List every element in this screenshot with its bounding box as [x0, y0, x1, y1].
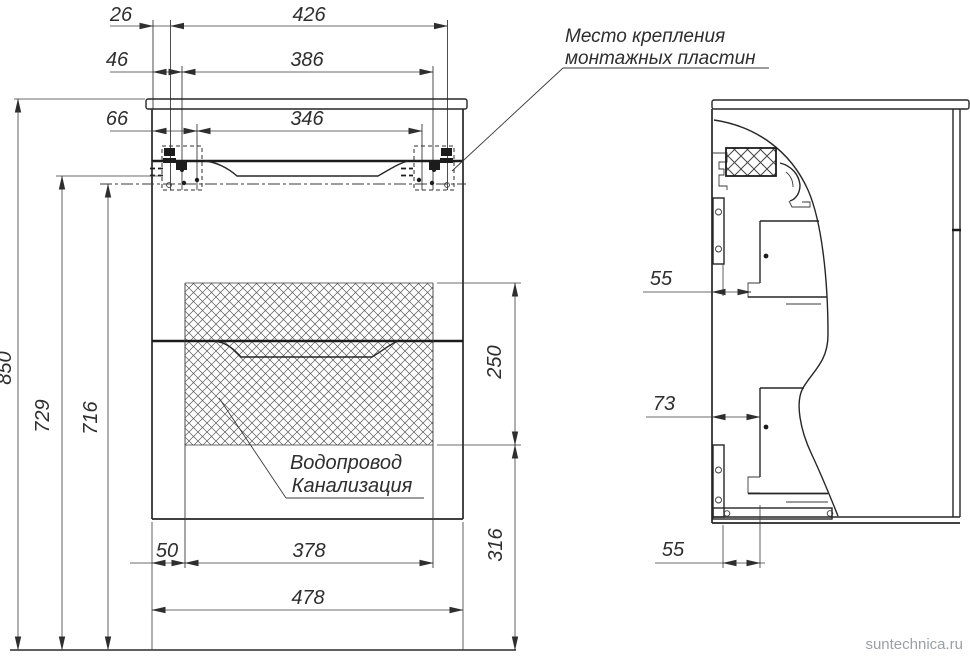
dim-316-label: 316 — [485, 527, 507, 561]
mounting-bracket-right — [401, 145, 455, 191]
annotation-leader-line — [451, 67, 564, 172]
handle-recess-section — [779, 162, 811, 208]
dim-386-label: 386 — [290, 49, 324, 71]
upper-drawer-box — [747, 220, 827, 305]
dim-73-label: 73 — [653, 393, 675, 415]
mounting-annotation: Место крепления монтажных пластин — [451, 26, 769, 172]
mounting-plate-section — [725, 147, 777, 177]
drawer-screw-dot — [763, 424, 769, 430]
plumbing-callout: Водопровод Канализация — [218, 397, 424, 499]
watermark: suntechnica.ru — [865, 636, 963, 653]
dim-55-bottom: 55 — [655, 505, 765, 568]
dim-729-label: 729 — [32, 399, 54, 432]
dim-row-66-346: 66 346 — [106, 108, 423, 135]
dim-row-26-426: 26 426 — [109, 4, 448, 30]
dim-378-label: 378 — [292, 540, 325, 562]
dim-46-label: 46 — [106, 49, 129, 71]
side-cabinet-outline — [711, 109, 961, 524]
wall-hook-bracket — [712, 152, 728, 190]
dim-66-label: 66 — [106, 108, 129, 130]
dim-316: 316 — [485, 444, 519, 651]
mid-handle-recess — [213, 340, 399, 358]
dim-478: 478 — [151, 587, 464, 614]
dim-26-label: 26 — [109, 4, 133, 26]
plumbing-zone-hatch — [185, 282, 433, 446]
side-countertop — [711, 99, 970, 110]
dim-55-top: 55 — [643, 268, 752, 296]
side-view: 55 73 55 — [643, 99, 970, 568]
mounting-bracket-left — [150, 145, 203, 191]
drawer-screw-dot — [763, 253, 769, 259]
wall-rail-lower — [712, 444, 725, 518]
dim-346-label: 346 — [290, 108, 324, 130]
extension-lines-top — [152, 20, 448, 190]
dim-55-bottom-label: 55 — [662, 539, 685, 561]
curved-side-profile — [713, 119, 839, 517]
dim-250-label: 250 — [484, 345, 506, 379]
dim-55-top-label: 55 — [650, 268, 673, 290]
extension-lines-side — [14, 98, 521, 650]
dim-row-50-378: 50 378 — [130, 540, 434, 567]
mounting-annotation-line1: Место крепления — [565, 26, 725, 47]
dim-row-46-386: 46 386 — [106, 49, 434, 76]
dim-478-label: 478 — [291, 587, 324, 609]
plumbing-label-line1: Водопровод — [290, 452, 402, 474]
dim-716: 716 — [80, 183, 112, 651]
dim-426-label: 426 — [292, 4, 326, 26]
dim-73: 73 — [646, 393, 761, 421]
dim-50-label: 50 — [156, 540, 178, 562]
countertop — [145, 98, 468, 110]
cabinet-body — [100, 109, 466, 568]
dim-729: 729 — [32, 175, 66, 651]
bottom-rail — [712, 507, 834, 520]
dim-250: 250 — [484, 282, 519, 446]
plumbing-label-line2: Канализация — [292, 475, 413, 497]
lower-drawer-box — [747, 387, 828, 503]
wall-rail-upper — [712, 197, 725, 296]
mounting-annotation-line2: монтажных пластин — [565, 48, 756, 69]
front-view: 26 426 46 386 66 346 850 — [0, 4, 521, 651]
top-handle-recess — [204, 160, 409, 177]
dim-716-label: 716 — [80, 400, 102, 434]
dim-850-label: 850 — [0, 351, 16, 384]
dim-850: 850 — [0, 98, 22, 651]
